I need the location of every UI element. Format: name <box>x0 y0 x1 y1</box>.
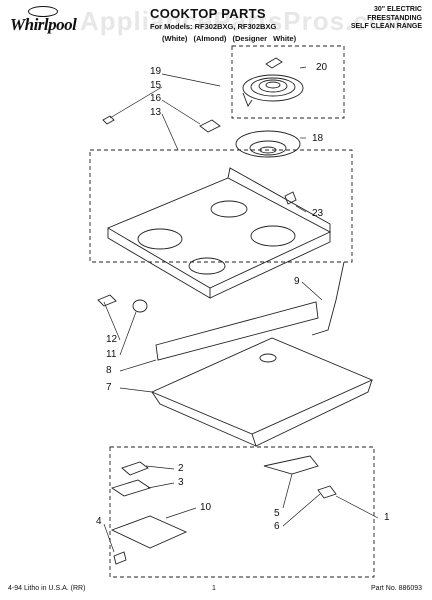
cooktop-part <box>106 167 332 299</box>
burner-box-part <box>150 337 374 447</box>
callout-4: 4 <box>96 516 102 527</box>
footer-part-number: Part No. 886093 <box>371 585 422 592</box>
terminal-block-part <box>110 515 188 549</box>
range-description: 30" ELECTRIC FREESTANDING SELF CLEAN RAN… <box>351 6 422 32</box>
element-bracket-part <box>284 191 297 205</box>
callout-7: 7 <box>106 382 112 393</box>
connector-part <box>317 485 337 499</box>
callout-19: 19 <box>150 66 162 77</box>
watermark: AppliancePartsPros.com <box>80 6 410 36</box>
screw-part <box>102 115 115 125</box>
brand-logo: Whirlpool <box>8 4 100 42</box>
callout-13: 13 <box>150 107 162 118</box>
range-line: FREESTANDING <box>367 14 422 22</box>
brand-emblem-icon <box>28 6 58 17</box>
callout-12: 12 <box>106 334 118 345</box>
cooktop-outline <box>89 149 353 263</box>
callout-18: 18 <box>312 133 324 144</box>
wire-part <box>311 261 345 336</box>
model-list: For Models: RF302BXG, RF302BXG <box>150 22 277 31</box>
switch-plate-part <box>110 479 152 497</box>
receptacle-part <box>199 119 221 133</box>
controls-group-box <box>109 446 375 578</box>
callout-10: 10 <box>200 502 212 513</box>
callout-8: 8 <box>106 365 112 376</box>
switch-part <box>121 461 149 476</box>
front-strip-part <box>155 301 319 361</box>
brand-name: Whirlpool <box>10 15 77 34</box>
callout-9: 9 <box>294 276 300 287</box>
surface-element-part <box>242 74 304 107</box>
element-terminal-part <box>265 57 283 69</box>
drip-bowl-part <box>235 130 301 158</box>
page-title: COOKTOP PARTS <box>150 6 266 21</box>
callout-6: 6 <box>274 521 280 532</box>
clip-part <box>113 551 127 565</box>
footer-print-info: 4-94 Litho in U.S.A. (RR) <box>8 585 86 592</box>
callout-11: 11 <box>106 349 117 360</box>
callout-23: 23 <box>312 208 324 219</box>
callout-2: 2 <box>178 463 184 474</box>
color-variants: (White) (Almond) (Designer White) <box>162 34 297 43</box>
harness-part <box>263 455 319 475</box>
callout-16: 16 <box>150 93 162 104</box>
callout-3: 3 <box>178 477 184 488</box>
callout-5: 5 <box>274 508 280 519</box>
range-line: SELF CLEAN RANGE <box>350 23 422 30</box>
callout-15: 15 <box>150 80 162 91</box>
range-line: 30" ELECTRIC <box>373 6 422 13</box>
bracket-part <box>97 294 117 307</box>
element-group-box <box>231 45 345 119</box>
insulator-part <box>132 299 148 313</box>
footer-page-number: 1 <box>212 585 216 592</box>
callout-20: 20 <box>316 62 328 73</box>
callout-1: 1 <box>384 512 390 523</box>
